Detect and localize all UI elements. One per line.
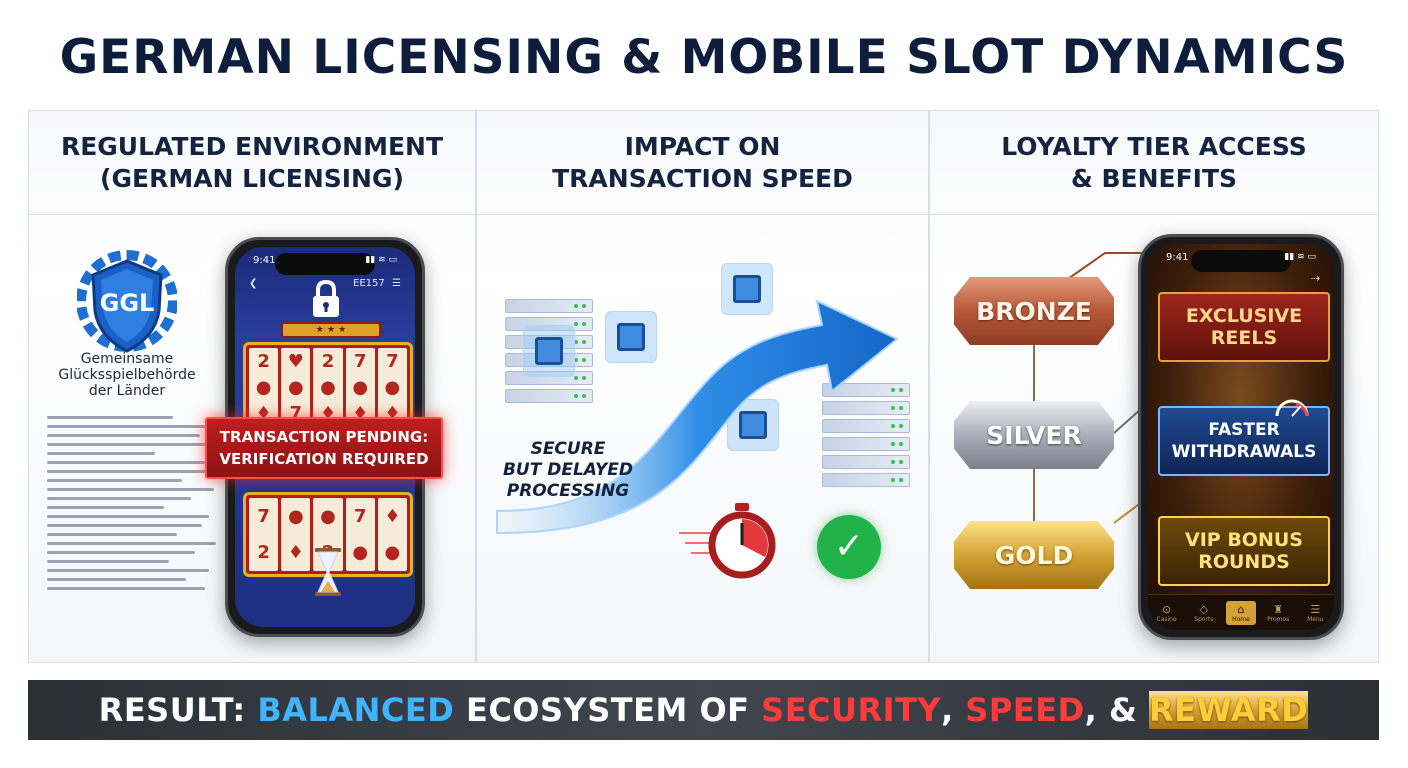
stopwatch-icon — [679, 503, 776, 579]
perk-line: WITHDRAWALS — [1171, 442, 1317, 462]
perk-line: REELS — [1210, 327, 1278, 349]
result-banner: RESULT: BALANCED ECOSYSTEM OF SECURITY ,… — [28, 680, 1379, 740]
home-icon: ⌂ — [1237, 602, 1245, 616]
tab-menu[interactable]: ☰Menu — [1300, 603, 1330, 623]
reel: 7●♦ — [345, 348, 375, 426]
reel: 7●♦ — [377, 348, 408, 426]
hourglass-icon — [315, 548, 341, 596]
tier-badge-silver: SILVER — [954, 401, 1114, 469]
shield-gear-icon: GGL — [77, 250, 177, 353]
phone-topbar: ❮ EE157 ☰ — [235, 275, 415, 297]
lock-icon — [313, 279, 339, 317]
heading-line: TRANSACTION SPEED — [552, 163, 853, 193]
footer-word-reward: REWARD — [1148, 691, 1309, 729]
perk-faster-withdrawals[interactable]: FASTER WITHDRAWALS — [1158, 406, 1330, 476]
reel: ●♦ — [281, 498, 311, 571]
tab-home[interactable]: ⌂Home — [1225, 600, 1256, 625]
perk-line: FASTER — [1208, 420, 1280, 440]
gauge-icon — [1275, 399, 1309, 417]
tab-promos[interactable]: ♜Promos — [1263, 603, 1293, 623]
tier-badge-gold: GOLD — [954, 521, 1114, 589]
heading-line: IMPACT ON — [624, 131, 781, 161]
authority-line: Gemeinsame — [80, 351, 174, 367]
heading-line: (GERMAN LICENSING) — [100, 163, 404, 193]
authority-name: Gemeinsame Glücksspielbehörde der Länder — [47, 351, 207, 399]
slot-banner: ★ ★ ★ — [281, 322, 381, 338]
status-time: 9:41 — [1166, 252, 1189, 263]
footer-word-speed: SPEED — [965, 691, 1085, 729]
reel: 2●♦ — [249, 348, 279, 426]
phone-tab-bar: ⊙Casino ◇Sports ⌂Home ♜Promos ☰Menu — [1148, 594, 1334, 630]
tier-badge-bronze: BRONZE — [954, 277, 1114, 345]
panel-loyalty-tiers: LOYALTY TIER ACCESS & BENEFITS BRONZE SI… — [929, 110, 1379, 663]
arrow-icon — [496, 299, 899, 535]
authority-line: Glücksspielbehörde — [58, 367, 196, 383]
menu-icon: ☰ — [1310, 602, 1321, 616]
logo-text: GGL — [100, 289, 155, 317]
checkmark-icon: ✓ — [817, 515, 881, 579]
caption-line: PROCESSING — [506, 481, 630, 501]
perk-vip-bonus-rounds[interactable]: VIP BONUS ROUNDS — [1158, 516, 1330, 586]
caption-line: BUT DELAYED — [502, 460, 634, 480]
perk-line: ROUNDS — [1198, 551, 1290, 573]
heading-line: & BENEFITS — [1070, 163, 1238, 193]
alert-line: VERIFICATION REQUIRED — [219, 450, 429, 468]
perk-exclusive-reels[interactable]: EXCLUSIVE REELS — [1158, 292, 1330, 362]
reel: ♦● — [377, 498, 408, 571]
caption-line: SECURE — [530, 439, 606, 459]
tab-casino[interactable]: ⊙Casino — [1152, 603, 1182, 623]
menu-icon[interactable]: ☰ — [392, 278, 401, 289]
panel-heading: IMPACT ON TRANSACTION SPEED — [477, 111, 928, 215]
status-icons: ▮▮ ≋ ▭ — [1284, 252, 1316, 262]
panel-transaction-speed: IMPACT ON TRANSACTION SPEED SECURE BUT D… — [476, 110, 929, 663]
footer-text: RESULT: — [98, 691, 258, 729]
topbar-label: EE157 — [353, 278, 385, 289]
reel: 7● — [345, 498, 375, 571]
server-icon — [822, 383, 910, 491]
footer-text: , — [941, 691, 966, 729]
chip-icon — [523, 325, 575, 377]
processing-caption: SECURE BUT DELAYED PROCESSING — [493, 439, 643, 502]
transaction-pending-alert: TRANSACTION PENDING: VERIFICATION REQUIR… — [205, 417, 443, 479]
perk-line: VIP BONUS — [1185, 529, 1303, 551]
footer-text: ECOSYSTEM OF — [454, 691, 762, 729]
phone-notch — [1191, 250, 1291, 272]
license-document — [47, 416, 227, 636]
alert-line: TRANSACTION PENDING: — [219, 428, 429, 446]
phone-screen: 9:41 ▮▮ ≋ ▭ ⇢ EXCLUSIVE REELS FASTER WIT… — [1148, 244, 1334, 630]
promos-icon: ♜ — [1273, 602, 1284, 616]
reel: ♥●7 — [281, 348, 311, 426]
phone-notch — [275, 253, 375, 275]
status-time: 9:41 — [253, 255, 276, 266]
panel-regulated-environment: REGULATED ENVIRONMENT (GERMAN LICENSING)… — [28, 110, 476, 663]
footer-word-balanced: BALANCED — [257, 691, 455, 729]
chip-icon — [605, 311, 657, 363]
heading-line: LOYALTY TIER ACCESS — [1001, 131, 1307, 161]
back-icon[interactable]: ❮ — [249, 278, 258, 289]
sports-icon: ◇ — [1199, 602, 1209, 616]
cast-icon[interactable]: ⇢ — [1310, 272, 1320, 285]
heading-line: REGULATED ENVIRONMENT — [60, 131, 444, 161]
page-title: GERMAN LICENSING & MOBILE SLOT DYNAMICS — [59, 30, 1349, 85]
panel-heading: REGULATED ENVIRONMENT (GERMAN LICENSING) — [29, 111, 475, 215]
footer-word-security: SECURITY — [761, 691, 942, 729]
chip-icon — [721, 263, 773, 315]
perk-line: EXCLUSIVE — [1185, 305, 1303, 327]
reel: 2●♦ — [313, 348, 343, 426]
panel-heading: LOYALTY TIER ACCESS & BENEFITS — [930, 111, 1378, 215]
phone-mockup: 9:41 ▮▮ ≋ ▭ ⇢ EXCLUSIVE REELS FASTER WIT… — [1138, 234, 1344, 640]
status-icons: ▮▮ ≋ ▭ — [365, 255, 397, 265]
footer-text: , & — [1084, 691, 1149, 729]
casino-icon: ⊙ — [1161, 602, 1172, 616]
tab-sports[interactable]: ◇Sports — [1189, 603, 1219, 623]
authority-line: der Länder — [88, 383, 166, 399]
